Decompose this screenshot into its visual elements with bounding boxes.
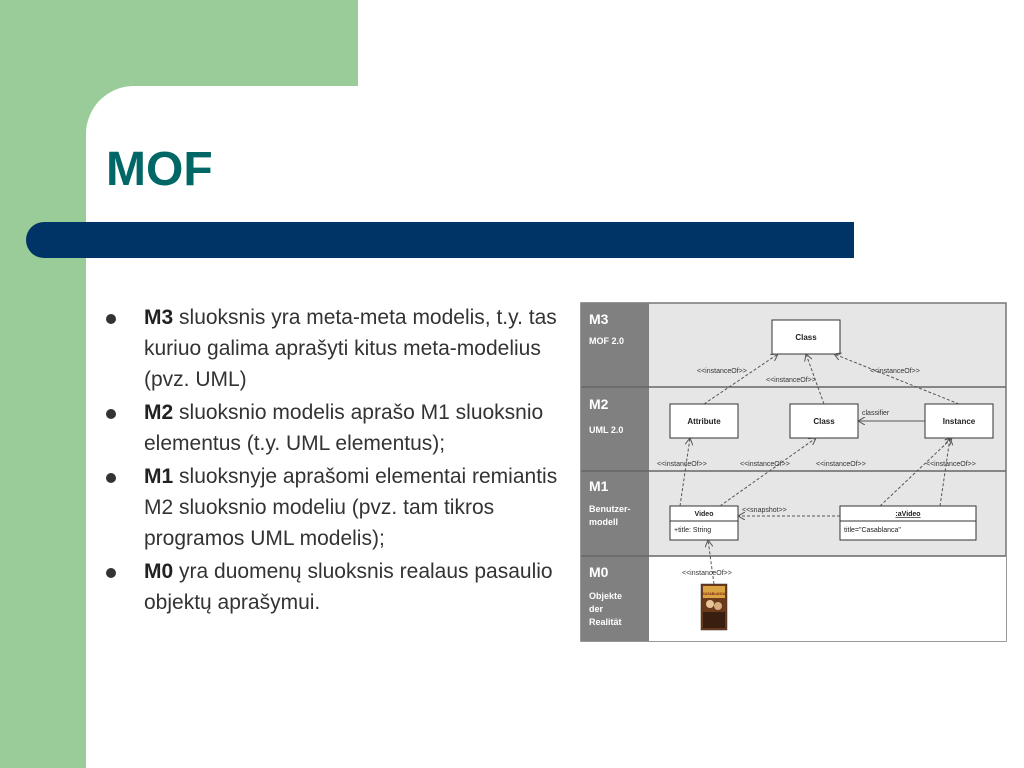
m0-layer-background	[581, 556, 1006, 641]
instance-of-arrow	[879, 438, 952, 507]
instance-of-label: <<instanceOf>>	[870, 368, 920, 375]
instance-of-label: <<instanceOf>>	[816, 461, 866, 468]
instance-of-label: <<instanceOf>>	[682, 570, 732, 577]
bullet-dot-icon	[106, 473, 116, 483]
layer-sub-m0: der	[589, 604, 604, 614]
bullet-text: sluoksnyje aprašomi elementai remiantis …	[144, 465, 558, 550]
layer-name-m0: M0	[589, 564, 609, 580]
casablanca-poster-image: CASABLANCA	[700, 583, 728, 631]
m3-class-label: Class	[795, 333, 817, 342]
classifier-label: classifier	[862, 410, 890, 417]
bullet-dot-icon	[106, 568, 116, 578]
layer-name-m3: M3	[589, 311, 609, 327]
layer-name-m2: M2	[589, 396, 609, 412]
instance-of-label: <<instanceOf>>	[657, 461, 707, 468]
layer-sub-m1: modell	[589, 517, 618, 527]
poster-title: CASABLANCA	[703, 592, 726, 596]
mof-layer-diagram: M3 MOF 2.0 M2 UML 2.0 M1 Benutzer- model…	[580, 302, 1007, 642]
bullet-dot-icon	[106, 409, 116, 419]
bullet-text: sluoksnio modelis aprašo M1 sluoksnio el…	[144, 401, 544, 455]
avideo-instance-label: :aVideo	[895, 511, 920, 518]
instance-of-label: <<instanceOf>>	[697, 368, 747, 375]
bullet-key: M3	[144, 306, 174, 329]
video-class-label: Video	[695, 511, 714, 518]
bullet-text: sluoksnis yra meta-meta modelis, t.y. ta…	[144, 306, 557, 391]
bullet-key: M2	[144, 401, 174, 424]
bullet-item-m3: M3 sluoksnis yra meta-meta modelis, t.y.…	[104, 302, 574, 395]
instance-label: Instance	[943, 417, 976, 426]
instance-box	[924, 403, 994, 439]
instance-of-arrow	[708, 540, 715, 585]
attribute-label: Attribute	[687, 417, 721, 426]
instance-of-label: <<instanceOf>>	[766, 377, 816, 384]
bullet-text: yra duomenų sluoksnis realaus pasaulio o…	[144, 560, 553, 614]
m2-class-label: Class	[813, 417, 835, 426]
bullet-key: M0	[144, 560, 174, 583]
avideo-instance-box	[839, 505, 977, 541]
m3-class-box	[771, 319, 841, 355]
snapshot-label: <<snapshot>>	[742, 507, 787, 514]
bullet-item-m0: M0 yra duomenų sluoksnis realaus pasauli…	[104, 556, 574, 618]
video-class-box	[669, 505, 739, 541]
layer-sub-m1: Benutzer-	[589, 504, 631, 514]
instance-of-arrow	[679, 438, 690, 507]
bullet-item-m2: M2 sluoksnio modelis aprašo M1 sluoksnio…	[104, 397, 574, 459]
layer-sub-m3: MOF 2.0	[589, 336, 624, 346]
m2-class-box	[789, 403, 859, 439]
instance-of-arrow	[806, 354, 825, 405]
video-attribute-label: +title: String	[674, 527, 711, 534]
title-underline-bar	[26, 222, 854, 258]
layer-name-m1: M1	[589, 478, 609, 494]
bullet-key: M1	[144, 465, 174, 488]
instance-of-arrow	[834, 354, 960, 405]
instance-of-arrow	[939, 438, 950, 507]
avideo-slot-label: title="Casablanca"	[844, 527, 901, 534]
bullet-item-m1: M1 sluoksnyje aprašomi elementai remiant…	[104, 461, 574, 554]
layer-sub-m2: UML 2.0	[589, 425, 623, 435]
layer-sub-m0: Objekte	[589, 591, 622, 601]
slide-title: MOF	[106, 143, 213, 196]
layer-sub-m0: Realität	[589, 617, 622, 627]
instance-of-label: <<instanceOf>>	[926, 461, 976, 468]
instance-of-label: <<instanceOf>>	[740, 461, 790, 468]
green-side-band	[0, 0, 86, 768]
bullet-dot-icon	[106, 314, 116, 324]
bullet-list: M3 sluoksnis yra meta-meta modelis, t.y.…	[104, 302, 574, 620]
